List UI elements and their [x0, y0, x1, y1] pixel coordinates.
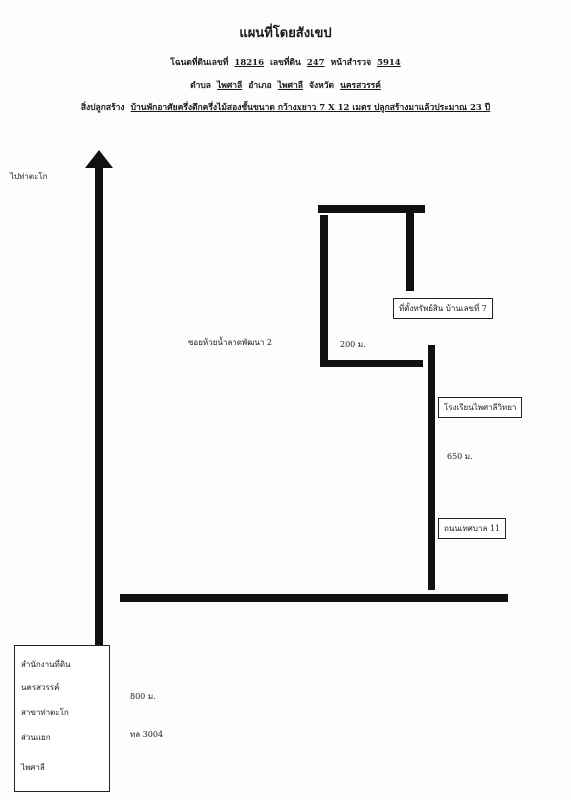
school-road	[428, 345, 435, 590]
land-number: 247	[306, 58, 325, 68]
survey-label: หน้าสำรวจ	[330, 58, 372, 68]
top-road	[318, 205, 425, 213]
land-label: เลขที่ดิน	[269, 58, 301, 68]
deed-number: 18216	[234, 58, 264, 68]
horizontal-road	[120, 594, 508, 602]
property-access-road	[406, 213, 414, 291]
to-tha-takhro-label: ไปท่าตะโก	[10, 172, 48, 181]
school-box: โรงเรียนไพศาลีวิทยา	[438, 397, 523, 418]
soi-road	[320, 360, 423, 367]
office-line-2: นครสวรรค์	[21, 683, 60, 692]
distance-800: 800 ม.	[130, 692, 156, 701]
distance-200: 200 ม.	[340, 340, 366, 349]
location-line: ตำบล ไพศาลี อำเภอ ไพศาลี จังหวัด นครสวรรค์	[0, 78, 571, 92]
office-line-1: สำนักงานที่ดิน	[21, 660, 71, 669]
office-line-3: สาขาท่าตะโก	[21, 708, 69, 717]
municipal-road-11-box: ถนนเทศบาล 11	[438, 518, 507, 539]
property-location-box: ที่ตั้งทรัพย์สิน บ้านเลขที่ 7	[393, 298, 493, 319]
soi-vertical-road	[320, 215, 328, 360]
tambon-value: ไพศาลี	[217, 81, 243, 91]
survey-number: 5914	[377, 58, 401, 68]
deed-line: โฉนดที่ดินเลขที่ 18216 เลขที่ดิน 247 หน้าสำร…	[0, 55, 571, 69]
building-label: สิ่งปลูกสร้าง	[80, 103, 125, 113]
amphoe-label: อำเภอ	[248, 81, 272, 91]
map-title: แผนที่โดยสังเขป	[239, 26, 332, 41]
office-line-4: ส่วนแยก	[21, 733, 51, 742]
office-line-5: ไพศาลี	[21, 763, 45, 772]
north-arrow-icon	[85, 150, 113, 168]
soi-label: ซอยห้วยน้ำลาดพัฒนา 2	[188, 338, 273, 347]
province-value: นครสวรรค์	[340, 81, 381, 91]
building-line: สิ่งปลูกสร้าง บ้านพักอาศัยครึ่งตึกครึ่งไม…	[0, 100, 571, 114]
main-road	[95, 165, 103, 780]
land-office-box: สำนักงานที่ดิน นครสวรรค์ สาขาท่าตะโก ส่ว…	[14, 645, 110, 792]
amphoe-value: ไพศาลี	[277, 81, 304, 91]
tambon-label: ตำบล	[190, 81, 211, 91]
building-description: บ้านพักอาศัยครึ่งตึกครึ่งไม้สองชั้นขนาด …	[130, 103, 491, 113]
province-label: จังหวัด	[309, 81, 335, 91]
highway-label: ทล 3004	[130, 730, 164, 739]
deed-label: โฉนดที่ดินเลขที่	[170, 58, 229, 68]
distance-650: 650 ม.	[447, 452, 473, 461]
